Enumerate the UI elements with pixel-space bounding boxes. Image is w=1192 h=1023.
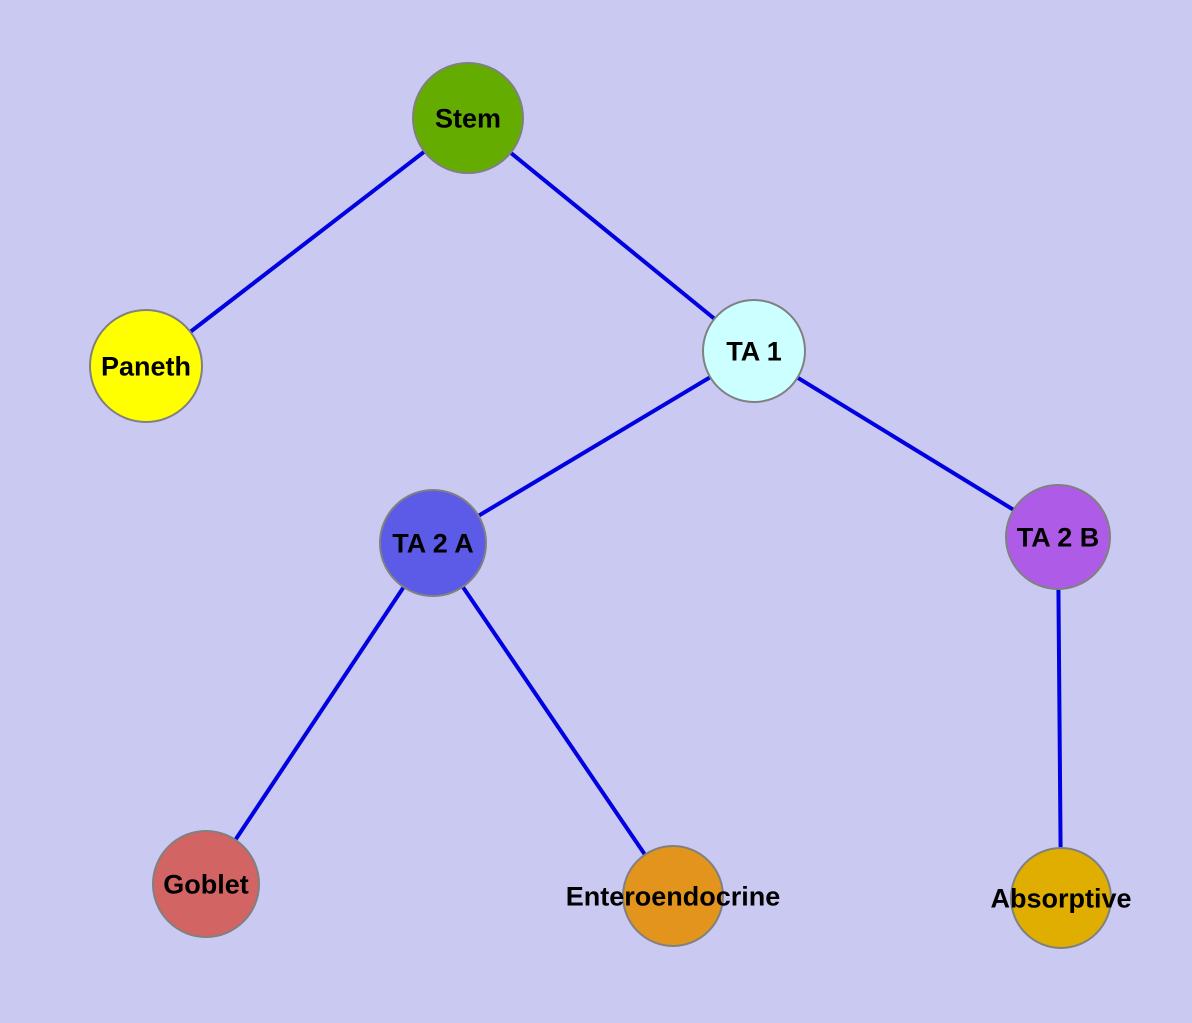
- edge-ta-1-ta-2-a: [431, 349, 756, 545]
- node-circle-absorptive: [1010, 847, 1112, 949]
- edge-ta-2-b-absorptive: [1056, 536, 1063, 899]
- edge-ta-1-ta-2-b: [752, 349, 1060, 539]
- node-circle-ta-2-a: [379, 489, 487, 597]
- node-absorptive: Absorptive: [990, 847, 1132, 949]
- node-ta-2-a: TA 2 A: [379, 489, 487, 597]
- node-ta-1: TA 1: [702, 299, 806, 403]
- edge-stem-ta-1: [466, 116, 756, 353]
- node-label-goblet: Goblet: [163, 869, 249, 899]
- node-circle-ta-2-b: [1005, 484, 1111, 590]
- node-circle-ta-1: [702, 299, 806, 403]
- node-circle-goblet: [152, 830, 260, 938]
- node-circle-enteroendocrine: [622, 845, 724, 947]
- node-label-enteroendocrine: Enteroendocrine: [566, 881, 781, 911]
- node-paneth: Paneth: [89, 309, 203, 423]
- node-enteroendocrine: Enteroendocrine: [566, 845, 781, 947]
- node-label-stem: Stem: [435, 103, 501, 133]
- node-goblet: Goblet: [152, 830, 260, 938]
- node-label-absorptive: Absorptive: [990, 883, 1131, 913]
- node-ta-2-b: TA 2 B: [1005, 484, 1111, 590]
- node-label-ta-1: TA 1: [726, 336, 782, 366]
- edge-ta-2-a-goblet: [204, 541, 435, 886]
- edge-stem-paneth: [144, 116, 470, 368]
- node-circle-stem: [412, 62, 524, 174]
- node-stem: Stem: [412, 62, 524, 174]
- node-circle-paneth: [89, 309, 203, 423]
- edge-ta-2-a-enteroendocrine: [431, 541, 675, 898]
- node-label-ta-2-b: TA 2 B: [1017, 522, 1100, 552]
- node-label-paneth: Paneth: [101, 351, 191, 381]
- node-label-ta-2-a: TA 2 A: [392, 528, 474, 558]
